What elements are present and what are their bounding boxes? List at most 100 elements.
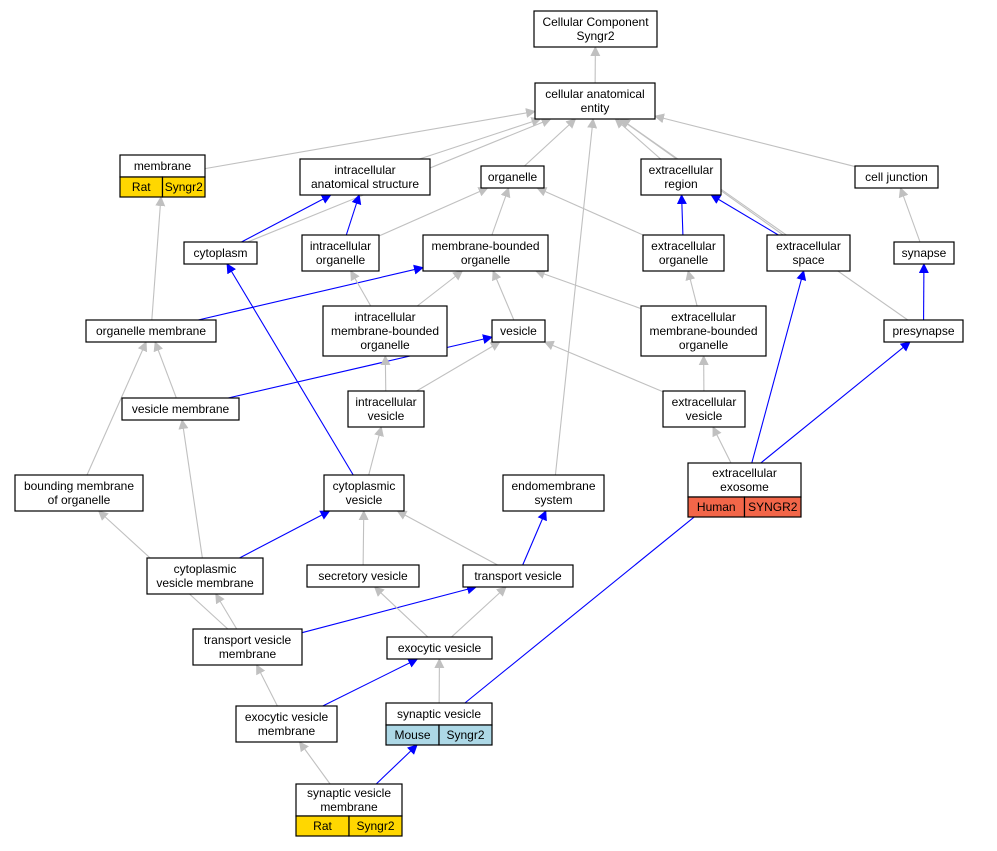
node-label-line: organelle [659, 253, 709, 267]
edge-membrane-to-cae [204, 108, 536, 170]
edge-transves-to-endomem [522, 510, 547, 566]
node-label-line: extracellular [672, 395, 737, 409]
edge-evm-to-exocves [322, 658, 419, 707]
edge-synves-to-presyn [464, 341, 911, 704]
node-label-line: membrane-bounded [431, 239, 539, 253]
edges-layer [86, 46, 929, 785]
node-celljunc[interactable]: cell junction [854, 165, 939, 189]
node-vesicle[interactable]: vesicle [491, 319, 546, 343]
node-label-line: extracellular [649, 163, 714, 177]
edge-exmbo-to-mbo [534, 269, 642, 310]
edge-tvm-to-cytvesmem [215, 593, 238, 630]
annot-gene: Syngr2 [165, 180, 203, 194]
node-box [422, 234, 549, 272]
node-box [121, 397, 240, 421]
edge-exosome-to-exspace [751, 270, 807, 464]
node-synapse[interactable]: synapse [893, 241, 955, 265]
node-label-line: cytoplasmic [333, 479, 396, 493]
edge-exocves-to-secves [373, 586, 429, 638]
node-box [533, 10, 658, 48]
annot-gene: Syngr2 [356, 819, 394, 833]
edge-icmbo-to-mbo [416, 270, 464, 307]
edge-cytvesmem-to-cytves [239, 510, 331, 559]
node-label-line: presynapse [892, 324, 954, 338]
node-label-line: region [664, 177, 697, 191]
edge-vesicle-to-mbo [492, 270, 515, 321]
node-box [462, 564, 574, 588]
node-box [480, 165, 545, 189]
node-secves[interactable]: secretory vesicle [306, 564, 420, 588]
node-box [502, 474, 605, 512]
edge-exorg-to-exreg [676, 194, 687, 236]
edge-secves-to-cytves [358, 510, 369, 566]
node-organelle[interactable]: organelle [480, 165, 545, 189]
edge-svm-to-evm [298, 741, 331, 785]
node-label-line: vesicle membrane [132, 402, 230, 416]
node-label-line: secretory vesicle [318, 569, 408, 583]
node-label-line: of organelle [48, 493, 111, 507]
annot-organism: Mouse [394, 728, 430, 742]
edge-exves-to-vesicle [543, 340, 664, 393]
annot-organism: Human [697, 500, 736, 514]
node-orgmem[interactable]: organelle membrane [85, 319, 217, 343]
node-box [295, 783, 403, 817]
node-box [534, 82, 656, 120]
node-cytoplasm[interactable]: cytoplasm [183, 241, 258, 265]
node-label-line: space [792, 253, 824, 267]
edge-icorg-to-organelle [378, 187, 489, 237]
node-box [323, 474, 405, 512]
node-label-line: organelle [461, 253, 511, 267]
annot-gene: Syngr2 [446, 728, 484, 742]
edge-exorg-to-organelle [536, 187, 644, 236]
node-label-line: endomembrane [511, 479, 595, 493]
node-label-line: membrane [258, 724, 316, 738]
edge-exspace-to-exreg [710, 194, 779, 236]
node-presyn[interactable]: presynapse [883, 319, 964, 343]
node-transves[interactable]: transport vesicle [462, 564, 574, 588]
edge-celljunc-to-cae [654, 113, 856, 168]
node-label-line: vesicle membrane [156, 576, 254, 590]
node-vesmem[interactable]: vesicle membrane [121, 397, 240, 421]
edge-exreg-to-cae [614, 118, 661, 160]
node-label-line: transport vesicle [474, 569, 562, 583]
node-exocves[interactable]: exocytic vesicle [386, 636, 493, 660]
node-label-line: extracellular [671, 310, 736, 324]
node-label-line: cell junction [865, 170, 928, 184]
node-box [640, 305, 767, 357]
edge-icorg-to-ias [345, 194, 362, 236]
annot-gene-cell [161, 176, 206, 198]
node-label-line: anatomical structure [311, 177, 419, 191]
node-box [883, 319, 964, 343]
node-label-line: Cellular Component [542, 15, 649, 29]
node-label-line: entity [581, 101, 610, 115]
edge-evm-to-tvm [256, 664, 278, 707]
node-label-line: transport vesicle [204, 633, 292, 647]
node-box [235, 705, 338, 743]
node-label-line: intracellular [355, 395, 416, 409]
node-label-line: membrane [219, 647, 277, 661]
edge-endomem-to-cae [554, 118, 598, 476]
